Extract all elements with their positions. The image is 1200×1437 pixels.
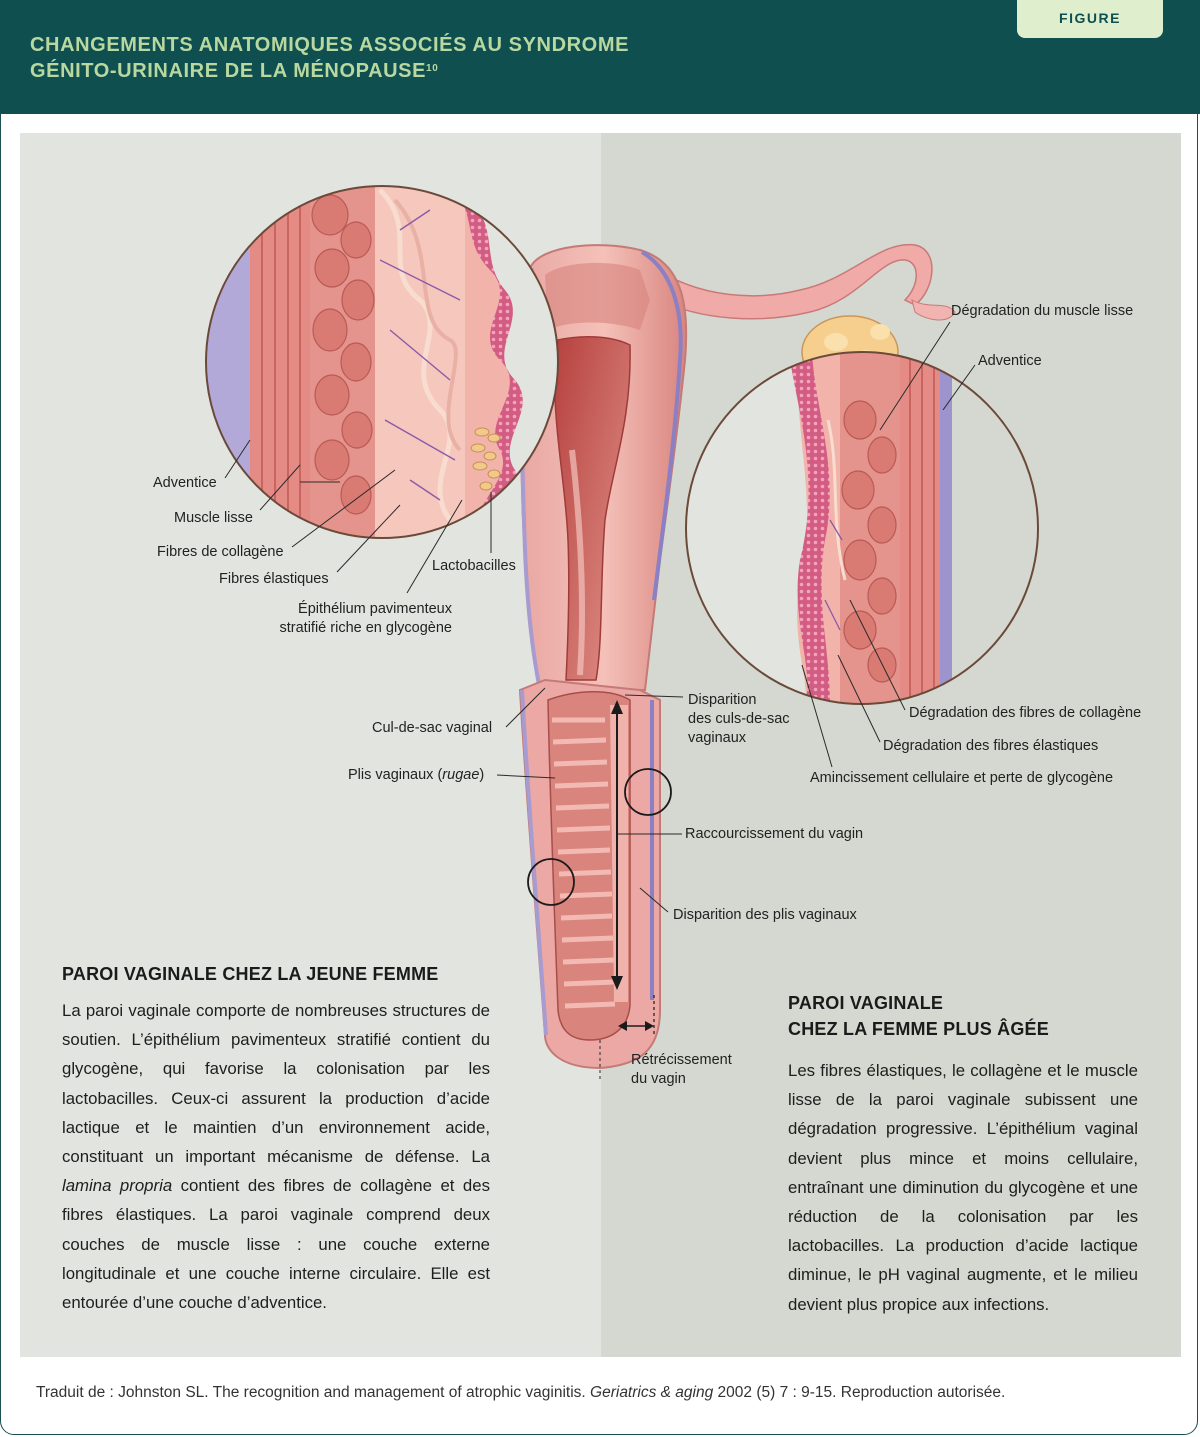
- citation-prefix: Traduit de : Johnston SL. The recognitio…: [36, 1384, 591, 1401]
- young-heading: PAROI VAGINALE CHEZ LA JEUNE FEMME: [62, 964, 439, 984]
- label-muscle-lisse: Muscle lisse: [174, 510, 253, 526]
- label-disparition-culs-de-sac: Disparition des culs-de-sac vaginaux: [688, 691, 790, 748]
- marker-circle-right: [624, 768, 672, 816]
- title-reference: 10: [426, 63, 439, 74]
- label-retrecissement: Rétrécissement du vagin: [631, 1051, 732, 1089]
- young-wall-magnified-circle: [205, 185, 559, 539]
- label-degradation-muscle: Dégradation du muscle lisse: [951, 303, 1134, 319]
- older-heading-line-2: CHEZ LA FEMME PLUS ÂGÉE: [788, 1019, 1049, 1039]
- young-text-italic: lamina propria: [62, 1176, 173, 1196]
- label-raccourcissement: Raccourcissement du vagin: [685, 826, 864, 842]
- label-epithelium-line-1: Épithélium pavimenteux: [298, 601, 452, 617]
- narrowing-arrow: [618, 995, 655, 1035]
- label-disparition-line-2: des culs-de-sac: [688, 711, 790, 727]
- label-disparition-line-1: Disparition: [688, 692, 757, 708]
- source-citation: Traduit de : Johnston SL. The recognitio…: [36, 1384, 1005, 1402]
- label-retrecissement-line-1: Rétrécissement: [631, 1052, 732, 1068]
- older-heading: PAROI VAGINALE CHEZ LA FEMME PLUS ÂGÉE: [788, 990, 1049, 1042]
- label-plis-italic: rugae: [442, 767, 480, 783]
- label-fibres-elastiques: Fibres élastiques: [219, 571, 329, 587]
- uterus: [520, 244, 688, 691]
- figure-header: CHANGEMENTS ANATOMIQUES ASSOCIÉS AU SYND…: [0, 0, 1200, 114]
- label-disparition-line-3: vaginaux: [688, 730, 747, 746]
- young-text-part-1: La paroi vaginale comporte de nombreuses…: [62, 1001, 490, 1167]
- leader-lines: [224, 321, 976, 913]
- label-epithelium-line-2: stratifié riche en glycogène: [279, 620, 453, 636]
- young-text-part-2: contient des fibres de collagène et des …: [62, 1176, 490, 1313]
- label-degradation-elastiques: Dégradation des fibres élastiques: [883, 738, 1099, 754]
- fallopian-tube: [648, 243, 956, 321]
- citation-journal: Geriatrics & aging: [590, 1384, 714, 1401]
- label-adventice-left: Adventice: [153, 475, 217, 491]
- label-degradation-collagene: Dégradation des fibres de collagène: [909, 705, 1142, 721]
- label-lactobacilles: Lactobacilles: [432, 558, 516, 574]
- older-body-text: Les fibres élastiques, le collagène et l…: [788, 1061, 1138, 1314]
- label-epithelium: Épithélium pavimenteux stratifié riche e…: [262, 600, 453, 638]
- figure-tab: FIGURE: [1017, 0, 1163, 38]
- label-plis-prefix: Plis vaginaux (: [348, 767, 443, 783]
- older-wall-magnified-circle: [685, 351, 1039, 705]
- label-cul-de-sac: Cul-de-sac vaginal: [372, 720, 493, 736]
- label-plis-suffix: ): [479, 767, 485, 783]
- label-amincissement: Amincissement cellulaire et perte de gly…: [810, 770, 1114, 786]
- label-disparition-plis: Disparition des plis vaginaux: [673, 907, 857, 923]
- label-fibres-collagene: Fibres de collagène: [157, 544, 284, 560]
- young-body-text: La paroi vaginale comporte de nombreuses…: [62, 996, 490, 1317]
- marker-circle-left: [527, 858, 575, 906]
- title-line-2: GÉNITO-URINAIRE DE LA MÉNOPAUSE: [30, 60, 427, 82]
- vagina: [518, 678, 661, 1080]
- lactobacilli-cluster: [470, 427, 501, 491]
- shortening-arrow: [611, 700, 623, 990]
- citation-suffix: 2002 (5) 7 : 9-15. Reproduction autorisé…: [713, 1384, 1006, 1401]
- title-line-1: CHANGEMENTS ANATOMIQUES ASSOCIÉS AU SYND…: [30, 34, 630, 56]
- label-retrecissement-line-2: du vagin: [631, 1071, 686, 1087]
- figure-title: CHANGEMENTS ANATOMIQUES ASSOCIÉS AU SYND…: [30, 32, 629, 84]
- label-adventice-right: Adventice: [978, 353, 1042, 369]
- label-plis-vaginaux: Plis vaginaux (rugae): [348, 766, 484, 785]
- older-heading-line-1: PAROI VAGINALE: [788, 993, 944, 1013]
